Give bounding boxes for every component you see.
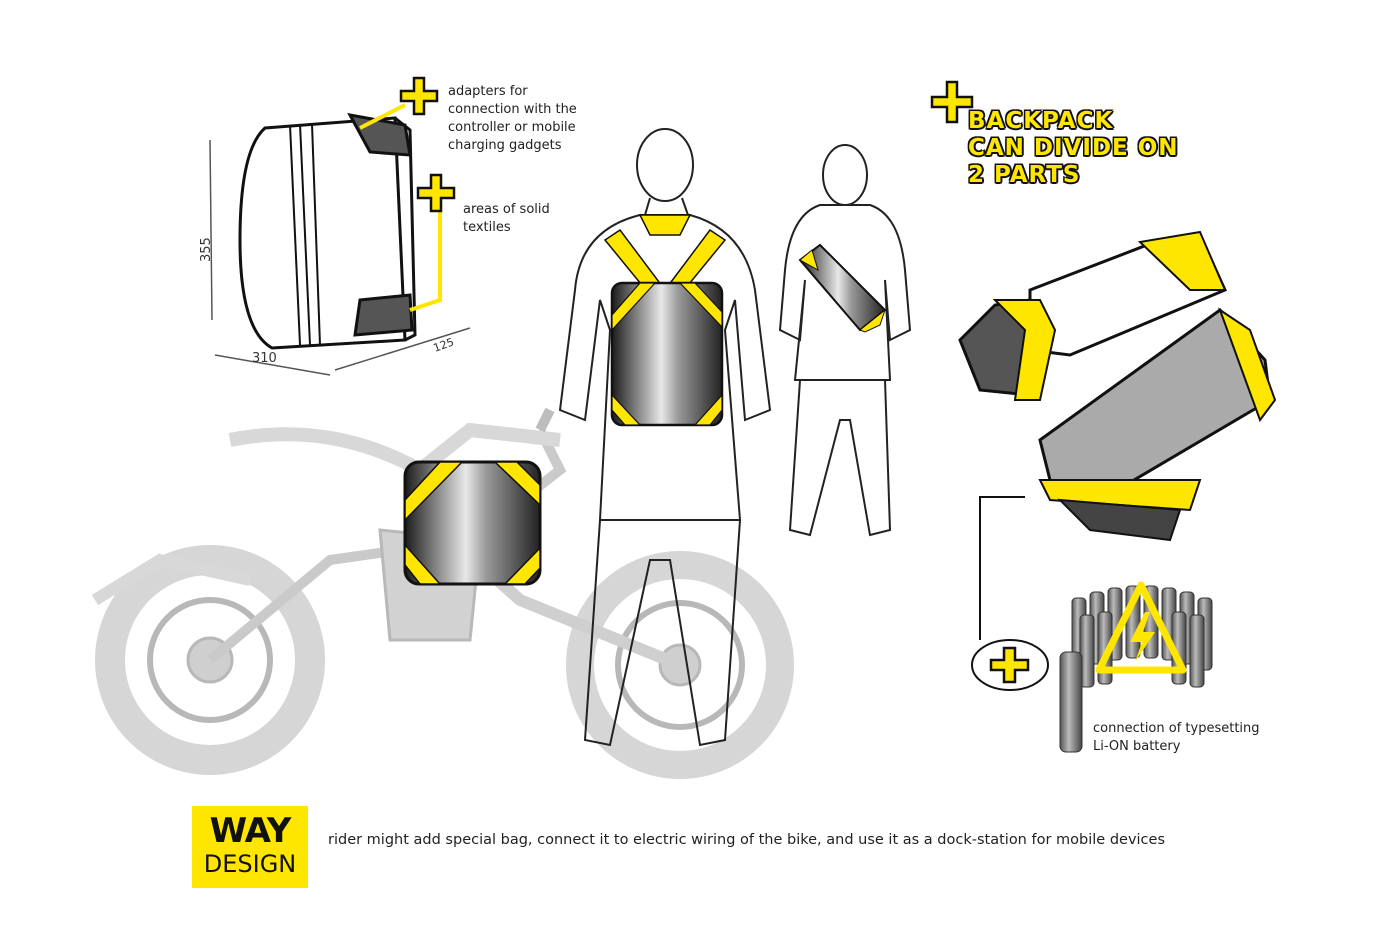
headline-line: CAN DIVIDE ON	[968, 135, 1179, 161]
person-sling-view	[778, 144, 912, 537]
backpack-part-lower	[1038, 307, 1277, 542]
note-line: areas of solid	[463, 202, 550, 217]
backpack-part-upper	[958, 230, 1228, 401]
logo-line-2: DESIGN	[203, 850, 297, 878]
note-line: controller or mobile	[448, 120, 576, 135]
dimension-height-label: 355	[199, 237, 214, 262]
note-line: charging gadgets	[448, 138, 562, 153]
backpack-dimension-sketch	[209, 112, 471, 376]
logo-line-1: WAY	[209, 811, 292, 851]
plus-icon	[989, 646, 1030, 684]
note-line: connection with the	[448, 102, 577, 117]
note-battery: connection of typesetting Li-ON battery	[1093, 720, 1260, 756]
headline-line: BACKPACK	[968, 108, 1114, 134]
note-leader-lines	[359, 103, 442, 312]
bike-mounted-bag	[403, 460, 542, 586]
note-line: Li-ON battery	[1093, 739, 1181, 754]
sling-bag	[798, 243, 887, 333]
note-adapters: adapters for connection with the control…	[448, 83, 577, 155]
way-design-logo: WAY DESIGN	[192, 806, 308, 888]
note-line: adapters for	[448, 84, 528, 99]
battery-connector-line	[979, 496, 1025, 640]
headline-line: 2 PARTS	[968, 162, 1081, 188]
lightning-warning-icon	[1095, 581, 1187, 674]
footer-caption: rider might add special bag, connect it …	[328, 832, 1165, 848]
plus-icon	[399, 76, 439, 116]
headline-divide: BACKPACK CAN DIVIDE ON 2 PARTS	[968, 108, 1179, 189]
note-textiles: areas of solid textiles	[463, 201, 550, 237]
plus-icon	[930, 80, 974, 124]
note-line: connection of typesetting	[1093, 721, 1260, 736]
note-line: textiles	[463, 220, 511, 235]
person-backpack	[603, 214, 727, 427]
dimension-width-label: 310	[252, 351, 277, 366]
plus-icon	[416, 173, 456, 213]
